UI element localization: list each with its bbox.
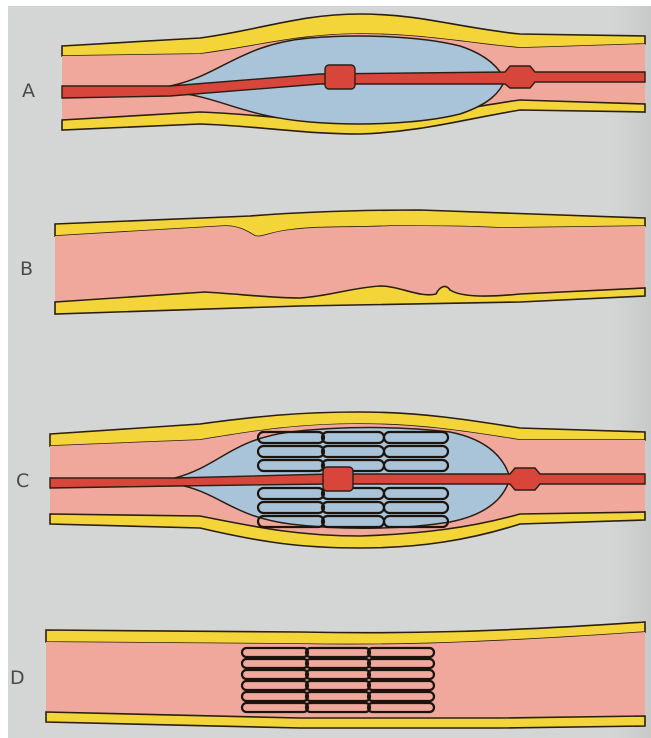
panel-d-diagram: [46, 622, 645, 728]
panel-d-stent: [242, 648, 434, 712]
panel-b-diagram: [55, 210, 645, 314]
panel-c-diagram: [50, 412, 645, 548]
panel-a-diagram: [62, 14, 645, 134]
panel-d-vessel-lumen: [46, 632, 645, 718]
panel-c-balloon-marker: [323, 467, 353, 491]
panel-a-balloon-marker: [325, 65, 355, 89]
